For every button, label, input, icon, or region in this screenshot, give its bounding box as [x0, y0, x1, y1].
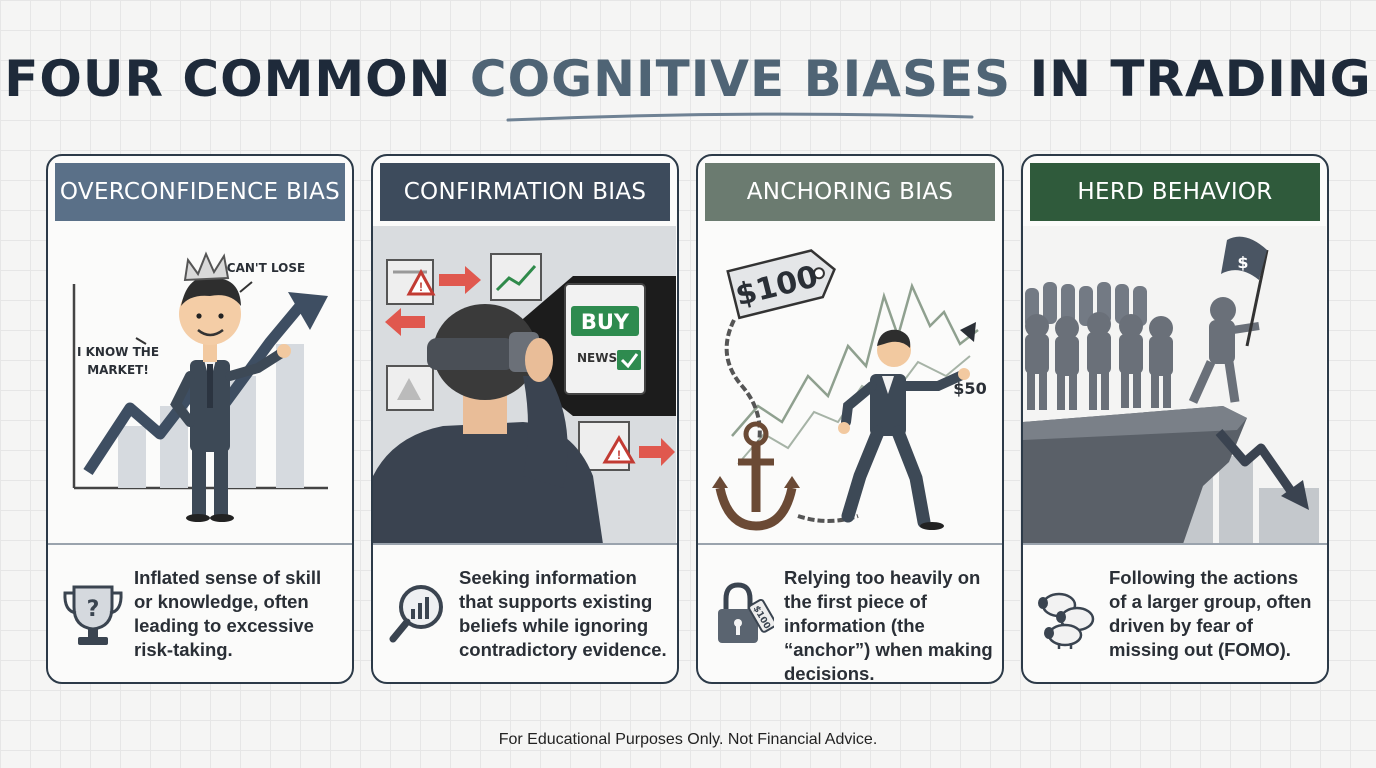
title-highlight: COGNITIVE BIASES: [469, 50, 1012, 108]
card-divider: [1023, 543, 1327, 545]
card-header: OVERCONFIDENCE BIAS: [55, 163, 345, 221]
card-divider: [373, 543, 677, 545]
card-confirmation-bias: CONFIRMATION BIAS ! ! BUY NEWS: [371, 154, 679, 684]
confirmation-tunnel-vision-illustration: ! ! BUY NEWS: [373, 226, 676, 544]
anchored-trader-illustration: $100 $50: [698, 226, 1001, 544]
disclaimer: For Educational Purposes Only. Not Finan…: [498, 731, 878, 748]
card-description: Inflated sense of skill or knowledge, of…: [134, 567, 322, 660]
page-title: FOUR COMMON COGNITIVE BIASES IN TRADING: [0, 50, 1376, 108]
card-header: HERD BEHAVIOR: [1030, 163, 1320, 221]
card-description: Relying too heavily on the first piece o…: [784, 567, 993, 684]
card-description: Following the actions of a larger group,…: [1109, 567, 1312, 660]
title-part-2: IN TRADING: [1011, 50, 1372, 108]
flag-dollar-symbol: $: [1237, 253, 1248, 272]
padlock-tag-icon: $100: [718, 582, 774, 643]
trophy-question-icon: ?: [63, 585, 123, 645]
speech-cant-lose-1: CAN'T LOSE: [227, 261, 305, 275]
magnifier-chart-icon: [389, 585, 443, 643]
card-header: CONFIRMATION BIAS: [380, 163, 670, 221]
card-overconfidence-bias: OVERCONFIDENCE BIAS: [46, 154, 354, 684]
svg-text:?: ?: [87, 597, 100, 622]
card-description: Seeking information that supports existi…: [459, 567, 667, 660]
card-divider: [698, 543, 1002, 545]
card-herd-behavior: HERD BEHAVIOR: [1021, 154, 1329, 684]
herd-cliff-illustration: $: [1023, 226, 1326, 544]
card-anchoring-bias: ANCHORING BIAS $100: [696, 154, 1004, 684]
svg-text:!: !: [617, 448, 621, 462]
speech-know-market-1: I KNOW THE: [77, 345, 159, 359]
title-underline: [506, 112, 974, 122]
speech-know-market-2: MARKET!: [87, 363, 149, 377]
title-part-1: FOUR COMMON: [4, 50, 470, 108]
svg-text:!: !: [419, 280, 423, 294]
card-header: ANCHORING BIAS: [705, 163, 995, 221]
overconfident-trader-illustration: CAN'T LOSE I KNOW THE MARKET!: [48, 226, 351, 544]
price-low-50: $50: [953, 379, 986, 398]
sheep-flock-icon: [1038, 592, 1095, 649]
card-divider: [48, 543, 352, 545]
buy-label: BUY: [581, 310, 630, 334]
news-label: NEWS: [577, 351, 617, 365]
